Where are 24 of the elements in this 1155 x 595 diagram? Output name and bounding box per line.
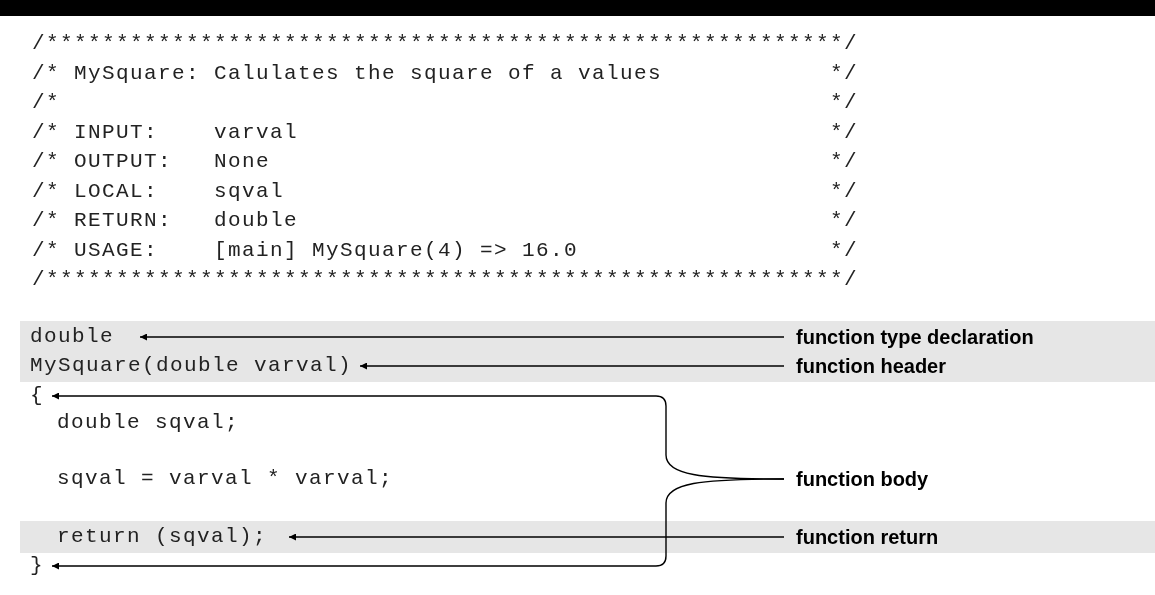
leader-arrow (359, 362, 785, 370)
comment-line: /* */ (32, 91, 859, 115)
annotation-label: function type declaration (784, 325, 1034, 349)
code-line: double sqval; (57, 411, 240, 435)
code-line: double (30, 325, 140, 349)
comment-line: /* OUTPUT: None */ (32, 150, 859, 174)
code-line: sqval = varval * varval; (57, 467, 394, 491)
annotation-label: function return (784, 525, 939, 549)
leader-arrow (139, 333, 785, 341)
code-line: return (sqval); (57, 525, 289, 549)
comment-line: /* USAGE: [main] MySquare(4) => 16.0 */ (32, 238, 859, 263)
code-line: { (30, 384, 52, 408)
annotation-label: function header (784, 354, 946, 378)
comment-line: /* MySquare: Calulates the square of a values */ (32, 61, 859, 86)
code-line: MySquare(double varval) (30, 354, 360, 378)
leader-arrow (288, 533, 785, 541)
leader-arrow (51, 478, 785, 570)
comment-line: /*********************************************************/ (32, 268, 859, 292)
comment-line: /* RETURN: double */ (32, 209, 859, 233)
comment-line: /* LOCAL: sqval */ (32, 179, 859, 204)
annotation-label: function body (784, 467, 929, 491)
comment-line: /*********************************************************/ (32, 32, 859, 56)
comment-line: /* INPUT: varval */ (32, 120, 859, 145)
code-line: } (30, 554, 52, 578)
